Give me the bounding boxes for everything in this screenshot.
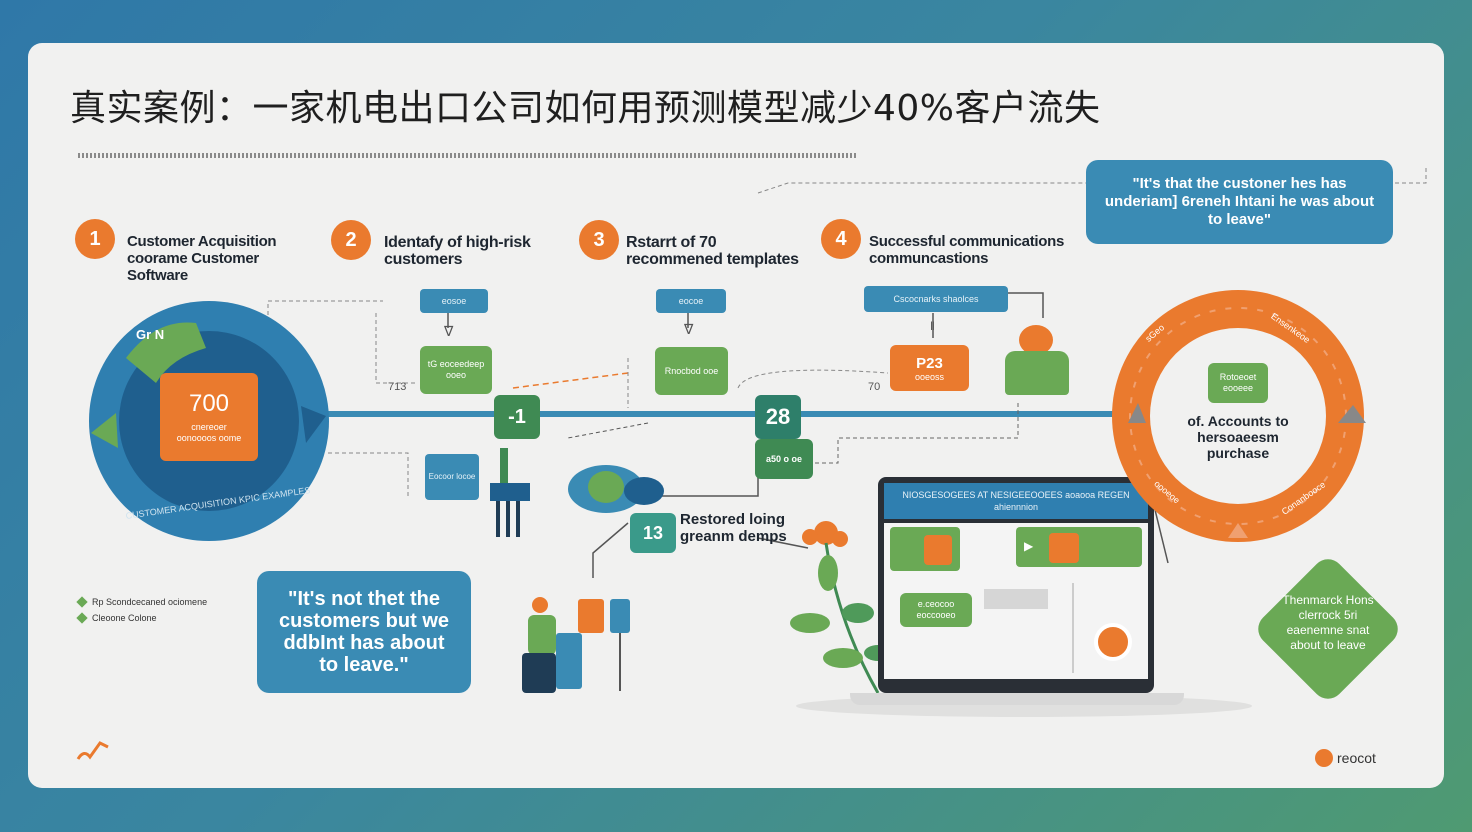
laptop-icon-a [924, 535, 952, 565]
quote-bubble-top: "It's that the custoner hes has underiam… [1086, 160, 1393, 244]
laptop-content: ▶ e.ceocoo eoccooeo [884, 523, 1148, 679]
timeline-node-1: -1 [494, 395, 540, 439]
laptop-badge-icon [1094, 623, 1132, 661]
step-3-pill: eocoe [656, 289, 726, 313]
left-ring-value: 700 [188, 390, 230, 417]
laptop-banner [1016, 527, 1142, 567]
right-ring-tag: Rotoeoet eooeee [1208, 363, 1268, 403]
legend-label: Rp Scondcecaned ociomene [92, 597, 208, 607]
legend-label: Cleoone Colone [92, 613, 157, 623]
step-4-box: P23 ooeoss [890, 345, 969, 391]
laptop-divider [1072, 583, 1074, 673]
filter-icon: ‖ [930, 319, 935, 333]
quote-bubble-bottom: "It's not thet the customers but we ddbI… [257, 571, 471, 693]
right-ring-graphic [1112, 290, 1366, 542]
step-4-pill: Cscocnarks shaolces [864, 286, 1008, 312]
leaf-icon [76, 612, 88, 624]
chart-bars-icon [490, 448, 530, 537]
step-2-label: Identafy of high-risk customers [384, 234, 531, 268]
brand-dot-icon [1315, 749, 1333, 767]
slide-card: 真实案例：一家机电出口公司如何用预测模型减少40%客户流失 1 Customer… [28, 43, 1444, 788]
title-divider [78, 153, 856, 158]
person-icon [1005, 325, 1069, 395]
legend-item-2: Cleoone Colone [76, 612, 157, 624]
mid-number: 70 [868, 381, 881, 393]
step-4-badge: 4 [821, 219, 861, 259]
small-blue-box: Eocoor locoe [425, 454, 479, 500]
laptop-placeholder [984, 589, 1048, 609]
person-at-desk-icon [522, 597, 630, 693]
funnel-icon: ∇ [444, 323, 454, 339]
step-1-badge: 1 [75, 219, 115, 259]
logo-mark-icon [76, 741, 109, 760]
leaf-icon [76, 596, 88, 608]
play-icon[interactable]: ▶ [1024, 539, 1034, 553]
diamond-text: Thenmarck Hons clerrock 5ri eaenemne sna… [1282, 593, 1374, 652]
laptop-button[interactable]: e.ceocoo eoccooeo [900, 593, 972, 627]
laptop-screen-frame: NIOSGESOGEES AT NESIGEEOOEES aoaooa REGE… [878, 477, 1154, 693]
funnel-icon: ∇ [684, 321, 694, 337]
laptop-icon-b [1049, 533, 1079, 563]
step-4-value: P23 [916, 354, 943, 372]
left-ring-center-box: 700 cnereoer oonoooos oome [160, 373, 258, 461]
step-2-box: tG eoceedeep ooeo [420, 346, 492, 394]
step-4-label: Successful communications communcastions [869, 233, 1065, 267]
step-3-box: Rnocbod ooe [655, 347, 728, 395]
step-2-badge: 2 [331, 220, 371, 260]
page-title: 真实案例：一家机电出口公司如何用预测模型减少40%客户流失 [70, 88, 1101, 129]
step-4-sub: ooeoss [914, 371, 945, 382]
left-ring-sub: cnereoer oonoooos oome [176, 422, 242, 443]
step-2-pill: eosoe [420, 289, 488, 313]
step-3-badge: 3 [579, 220, 619, 260]
step-1-label: Customer Acquisition coorame Customer So… [127, 233, 277, 284]
step-3-label: Rstarrt of 70 recommened templates [626, 234, 799, 268]
diamond-callout: Thenmarck Hons clerrock 5ri eaenemne sna… [1251, 552, 1405, 706]
plant-illustration [790, 521, 892, 694]
restored-label: Restored loing greanm demps [680, 511, 787, 545]
left-ring-top-label: Gr N [136, 327, 165, 342]
timeline-node-2: 28 [755, 395, 801, 439]
laptop-header: NIOSGESOGEES AT NESIGEEOOEES aoaooa REGE… [884, 483, 1148, 519]
left-number: 713 [388, 381, 407, 393]
timeline-node-4: 13 [630, 513, 676, 553]
laptop-base [850, 693, 1184, 705]
chat-bubble-icon [568, 465, 664, 513]
timeline-node-3: a50 o oe [755, 439, 813, 479]
brand-label: reocot [1337, 750, 1376, 766]
legend-item-1: Rp Scondcecaned ociomene [76, 596, 208, 608]
right-ring-text: of. Accounts to hersoaeesm purchase [1187, 413, 1289, 461]
